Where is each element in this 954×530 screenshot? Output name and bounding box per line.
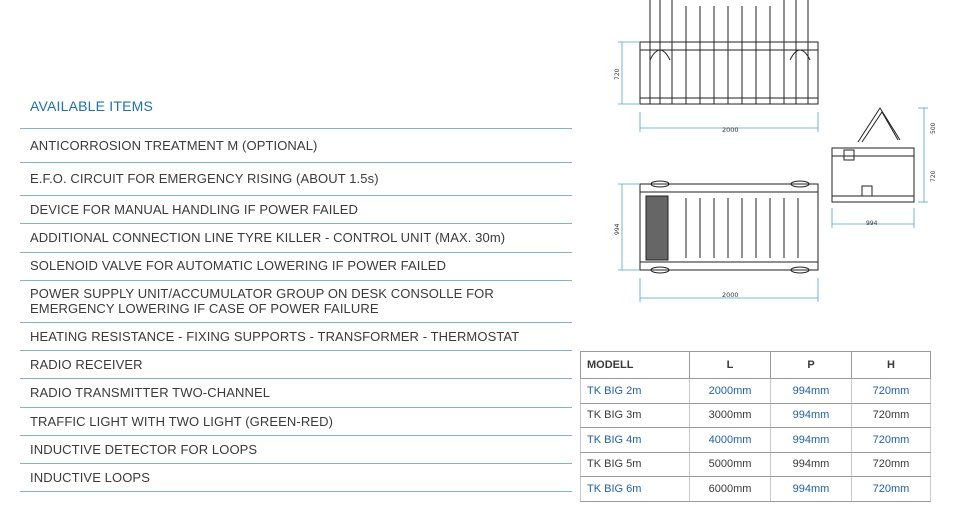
side-dimensions [831, 107, 928, 228]
side-height-label: 720 [930, 170, 937, 182]
cell-h: 720mm [851, 427, 931, 453]
list-item: TRAFFIC LIGHT WITH TWO LIGHT (GREEN-RED) [20, 406, 572, 435]
cell-h: 720mm [851, 451, 931, 477]
front-view [639, 0, 819, 105]
side-raise-label: 500 [930, 122, 937, 134]
available-items-list: ANTICORROSION TREATMENT M (OPTIONAL) E.F… [20, 128, 572, 492]
cell-p: 994mm [770, 402, 852, 428]
table-row: TK BIG 3m 3000mm 994mm 720mm [580, 402, 931, 428]
cell-l: 3000mm [689, 402, 771, 428]
front-length-label: 2000 [722, 126, 739, 134]
cell-l: 2000mm [689, 378, 771, 404]
side-view [831, 107, 915, 203]
top-dimensions [618, 183, 819, 302]
list-item: ADDITIONAL CONNECTION LINE TYRE KILLER -… [20, 223, 572, 251]
cell-l: 6000mm [689, 476, 771, 502]
cell-l: 4000mm [689, 427, 771, 453]
cell-model: TK BIG 4m [580, 427, 690, 453]
list-item: RADIO RECEIVER [20, 350, 572, 378]
cell-h: 720mm [851, 402, 931, 428]
table-row: TK BIG 6m 6000mm 994mm 720mm [580, 476, 931, 502]
cell-model: TK BIG 3m [580, 402, 690, 428]
list-item: HEATING RESISTANCE - FIXING SUPPORTS - T… [20, 321, 572, 350]
list-item: SOLENOID VALVE FOR AUTOMATIC LOWERING IF… [20, 251, 572, 280]
header-modell: MODELL [580, 351, 690, 379]
available-items-title: AVAILABLE ITEMS [30, 98, 154, 114]
table-row: TK BIG 2m 2000mm 994mm 720mm [580, 378, 931, 404]
table-row: TK BIG 4m 4000mm 994mm 720mm [580, 427, 931, 453]
top-width-label: 994 [614, 223, 621, 235]
cell-p: 994mm [770, 427, 852, 453]
cell-h: 720mm [851, 476, 931, 502]
cell-h: 720mm [851, 378, 931, 404]
list-item: POWER SUPPLY UNIT/ACCUMULATOR GROUP ON D… [20, 279, 572, 322]
cell-model: TK BIG 6m [580, 476, 690, 502]
cell-l: 5000mm [689, 451, 771, 477]
side-width-label: 994 [866, 220, 878, 227]
list-item: INDUCTIVE LOOPS [20, 463, 572, 492]
cell-model: TK BIG 5m [580, 451, 690, 477]
front-dimensions [618, 41, 819, 132]
top-length-label: 2000 [722, 291, 739, 299]
list-item: ANTICORROSION TREATMENT M (OPTIONAL) [20, 128, 572, 162]
models-table: MODELL L P H TK BIG 2m 2000mm 994mm 720m… [580, 351, 931, 502]
list-item: DEVICE FOR MANUAL HANDLING IF POWER FAIL… [20, 195, 572, 223]
front-height-label: 720 [614, 68, 621, 80]
table-header-row: MODELL L P H [580, 351, 931, 379]
table-row: TK BIG 5m 5000mm 994mm 720mm [580, 451, 931, 477]
technical-drawing: 720 2000 994 2000 [614, 0, 937, 302]
header-l: L [689, 351, 771, 379]
list-item: RADIO TRANSMITTER TWO-CHANNEL [20, 378, 572, 406]
cell-p: 994mm [770, 378, 852, 404]
cell-p: 994mm [770, 451, 852, 477]
header-h: H [851, 351, 931, 379]
cell-p: 994mm [770, 476, 852, 502]
list-item: E.F.O. CIRCUIT FOR EMERGENCY RISING (ABO… [20, 161, 572, 196]
top-view [639, 180, 819, 274]
cell-model: TK BIG 2m [580, 378, 690, 404]
list-item: INDUCTIVE DETECTOR FOR LOOPS [20, 435, 572, 463]
header-p: P [770, 351, 852, 379]
